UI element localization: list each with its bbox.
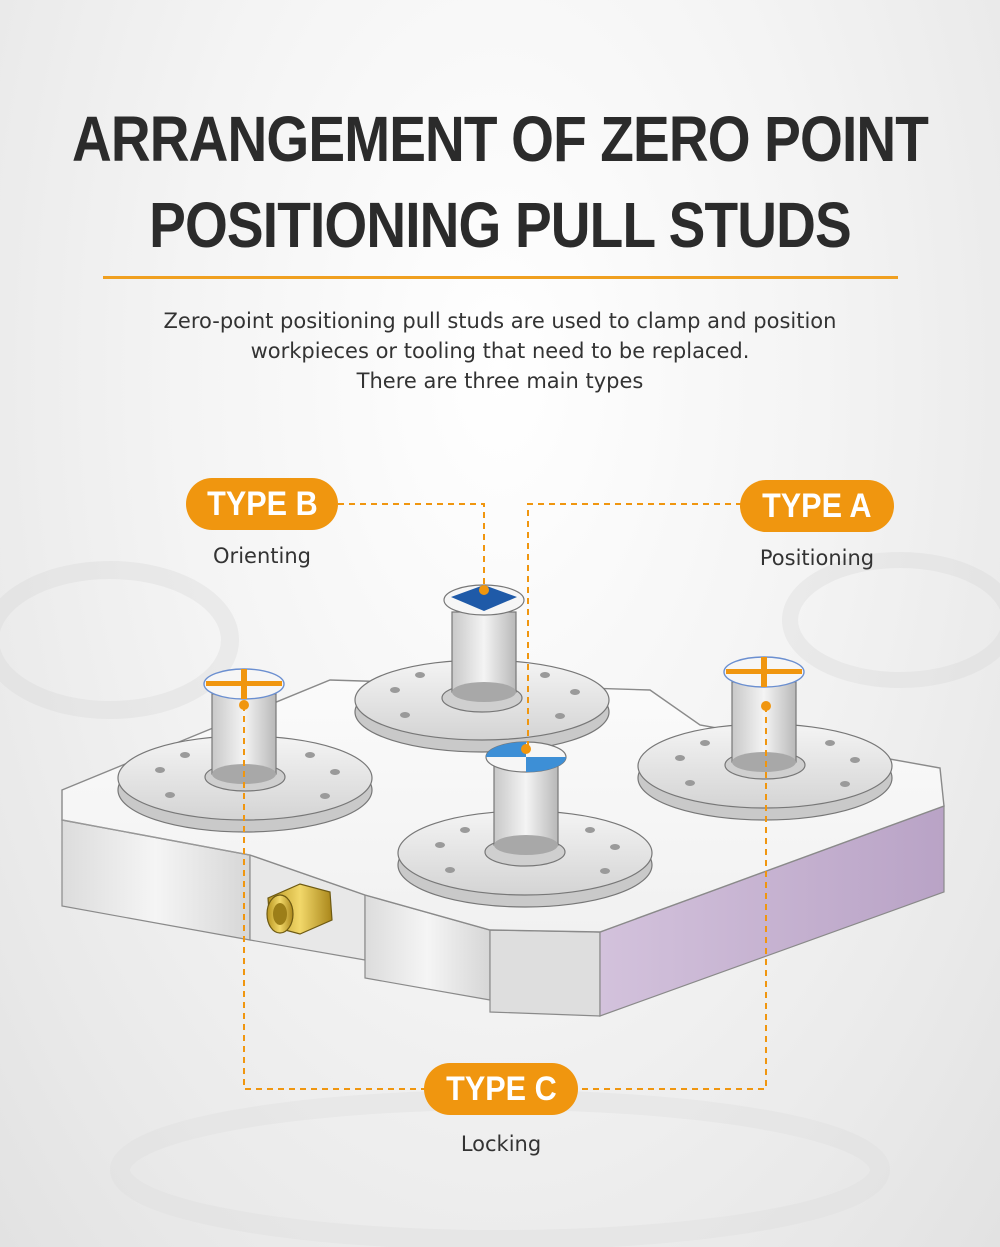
type-a-label: TYPE A: [762, 487, 872, 525]
title-divider: [103, 276, 898, 279]
type-b-label: TYPE B: [206, 485, 318, 523]
type-b-caption: Orienting: [213, 544, 311, 568]
type-c-label: TYPE C: [445, 1070, 557, 1108]
type-a-badge: TYPE A: [740, 480, 894, 532]
title-line-2: POSITIONING PULL STUDS: [149, 189, 852, 261]
type-c-caption: Locking: [460, 1132, 542, 1156]
stud-type-a-right: [723, 656, 805, 772]
description-line-3: There are three main types: [356, 369, 644, 393]
type-c-badge: TYPE C: [424, 1063, 578, 1115]
stud-type-c-front: [485, 741, 567, 855]
description-line-2: workpieces or tooling that need to be re…: [250, 339, 750, 363]
brass-fitting: [266, 883, 333, 935]
stud-type-b: [443, 584, 525, 702]
stud-type-c-left: [203, 668, 285, 784]
bolt-holes: [155, 672, 860, 874]
description-line-1: Zero-point positioning pull studs are us…: [163, 309, 837, 333]
type-a-caption: Positioning: [759, 546, 875, 570]
type-b-badge: TYPE B: [186, 478, 338, 530]
title-line-1: ARRANGEMENT OF ZERO POINT: [71, 103, 929, 175]
description: Zero-point positioning pull studs are us…: [60, 306, 940, 396]
leader-lines: [243, 503, 767, 1090]
page-title: ARRANGEMENT OF ZERO POINT POSITIONING PU…: [70, 96, 930, 268]
